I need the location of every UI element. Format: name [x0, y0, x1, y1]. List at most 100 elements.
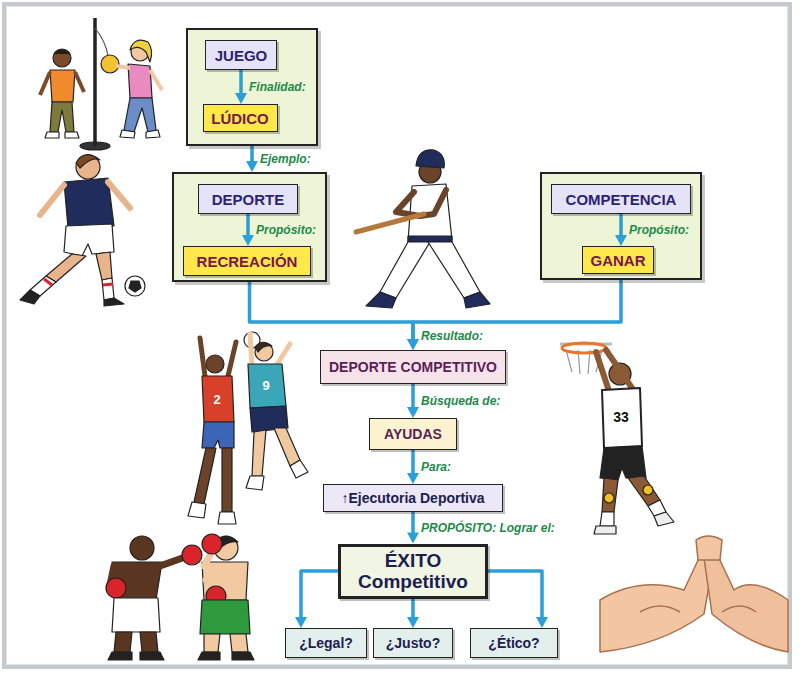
arm-wrestling [600, 536, 788, 652]
basketball-player-part [643, 485, 653, 495]
boxers-part [130, 536, 154, 560]
box-text: ¿Ético? [488, 635, 539, 651]
baseball-batter-part [428, 242, 480, 298]
connector-line [411, 512, 415, 535]
concept-box: JUEGO [205, 40, 277, 70]
tetherball-kids-part [124, 98, 156, 132]
boxers-part [202, 534, 222, 554]
basketball-player [560, 343, 674, 534]
box-text: ¿Legal? [299, 635, 353, 651]
box-text: RECREACIÓN [197, 253, 298, 270]
volleyball-players-part [200, 338, 236, 376]
box-text: ¿Justo? [386, 635, 440, 651]
boxers [106, 534, 254, 660]
baseball-batter-part [366, 292, 490, 308]
arrow-head [407, 339, 419, 350]
jersey-number: 33 [613, 410, 629, 424]
baseball-batter-part [380, 242, 430, 298]
soccer-player-part [20, 290, 40, 304]
volleyball-players [188, 332, 308, 524]
baseball-batter-part [396, 190, 446, 216]
soccer-player-part [96, 252, 112, 280]
flow-arrow [407, 599, 419, 629]
arrow-head [246, 161, 258, 172]
flow-arrow [250, 282, 420, 350]
flow-arrow [407, 384, 419, 418]
arrow-head [407, 533, 419, 544]
flow-arrow [246, 146, 258, 172]
volleyball-players-part [202, 376, 234, 422]
connector-line [411, 450, 415, 475]
arm-wrestling-part [600, 556, 714, 652]
flow-arrow [295, 571, 338, 628]
flow-arrow [407, 450, 419, 484]
result-box: DEPORTE COMPETITIVO [320, 350, 506, 384]
tetherball-kids-part [50, 70, 75, 102]
baseball-batter [356, 150, 490, 308]
arrow-head [407, 473, 419, 484]
edge-label: Finalidad: [249, 80, 306, 94]
boxers-part [204, 548, 214, 592]
boxers-part [198, 652, 254, 660]
volleyball-players-part [206, 355, 224, 373]
tetherball-kids-part [93, 18, 97, 146]
tetherball-kids-part [53, 49, 71, 67]
baseball-batter-part [408, 236, 452, 242]
tetherball-kids-part [45, 132, 79, 138]
soccer-player-part [76, 155, 100, 168]
box-text: DEPORTE [212, 191, 285, 208]
basketball-player-part [596, 350, 632, 388]
soccer-player-part [104, 298, 124, 306]
volleyball-players-part [194, 448, 232, 512]
soccer-player-part [64, 224, 114, 256]
baseball-batter-part [416, 150, 444, 168]
box-text: COMPETENCIA [566, 191, 677, 208]
soccer-player-part [46, 254, 86, 282]
tetherball-kids-part [40, 72, 84, 95]
box-text: ÉXITO Competitivo [347, 550, 479, 593]
box-text: AYUDAS [384, 426, 442, 442]
arrow-head [536, 617, 548, 628]
box-text: GANAR [591, 252, 646, 269]
arrow-head [235, 93, 247, 104]
flow-arrow [235, 70, 247, 104]
soccer-player-part [44, 279, 52, 285]
connector-line [411, 384, 415, 409]
concept-box: COMPETENCIA [551, 184, 691, 214]
connector-line [619, 214, 623, 237]
edge-label: Búsqueda de: [421, 394, 500, 408]
flow-arrow [615, 214, 627, 246]
connector-line [488, 571, 542, 619]
connector-line [246, 214, 250, 237]
soccer-player-part [40, 182, 130, 215]
flow-arrow [407, 280, 621, 350]
volleyball-players-part [246, 460, 308, 490]
edge-label: PROPÓSITO: Lograr el: [421, 521, 555, 535]
basketball-player-part [600, 446, 646, 480]
jersey-number: 2 [213, 393, 220, 406]
purpose-box: GANAR [582, 246, 654, 274]
box-text: JUEGO [215, 47, 268, 64]
flow-arrow [407, 512, 419, 544]
arrow-head [615, 235, 627, 246]
tetherball-kids-part [95, 28, 108, 56]
tetherball-kids-part [128, 64, 152, 98]
tetherball-kids-part [101, 55, 119, 73]
boxers-part [182, 545, 202, 565]
edge-label: Ejemplo: [260, 152, 311, 166]
basketball-player-part [594, 512, 674, 534]
question-box: ¿Legal? [285, 628, 367, 658]
boxers-part [106, 578, 126, 598]
soccer-player [20, 155, 145, 306]
arrow-head [407, 407, 419, 418]
tetherball-kids-part [50, 102, 74, 132]
baseball-batter-part [356, 214, 424, 232]
connector-line [250, 282, 414, 341]
connector-line [301, 571, 338, 619]
flow-arrow [488, 571, 548, 628]
jersey-number: 9 [262, 379, 269, 392]
process-box: ↑Ejecutoria Deportiva [323, 484, 503, 512]
flow-arrow [242, 214, 254, 246]
question-box: ¿Justo? [373, 628, 453, 658]
arm-wrestling-part [704, 556, 788, 652]
